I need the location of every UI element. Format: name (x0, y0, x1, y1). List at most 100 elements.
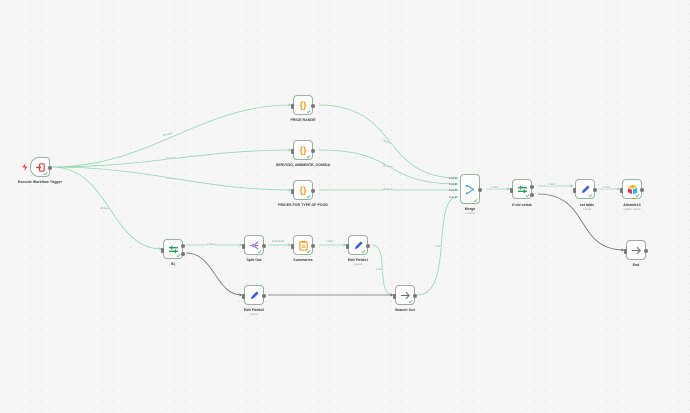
true-output-port[interactable] (181, 244, 185, 248)
code-braces-icon: {} (299, 99, 307, 110)
output-port[interactable] (644, 249, 648, 253)
node-label: set table (579, 203, 595, 207)
node-execute-workflow-trigger[interactable] (30, 157, 52, 177)
edge-trigger-price-range[interactable] (51, 103, 292, 168)
input-port[interactable] (161, 248, 164, 253)
merge-input-label: Input 4 (449, 196, 457, 199)
false-output-port[interactable] (530, 193, 534, 197)
edge-label: 1 item (548, 183, 556, 186)
node-edit-fields2[interactable] (242, 285, 266, 305)
node-subtitle: combine (465, 212, 475, 215)
clipboard-icon (298, 240, 308, 251)
output-port[interactable] (311, 244, 315, 248)
input-port[interactable] (573, 188, 576, 193)
output-port[interactable] (593, 188, 597, 192)
input-port[interactable] (291, 244, 294, 249)
check-icon (473, 198, 478, 203)
node-label: PRICES FOR TYPE OF FOOD (278, 203, 328, 207)
check-icon (306, 249, 311, 254)
node-label: Edit Fields2 (243, 308, 265, 312)
output-port[interactable] (640, 188, 644, 192)
node-label: Summaries (293, 258, 313, 262)
node-merge[interactable] (460, 174, 482, 204)
merge-input-label: Input 2 (449, 183, 457, 186)
node-summaries[interactable] (291, 235, 315, 255)
check-icon (306, 109, 311, 114)
output-port[interactable] (413, 294, 417, 298)
check-icon (257, 249, 262, 254)
node-label: SERVICIO, AMBIENTE, COMIDA (275, 163, 331, 167)
output-port[interactable] (311, 104, 315, 108)
edge-label: 1 item (326, 240, 334, 243)
node-subtitle: manual (582, 208, 592, 211)
pencil-icon (354, 240, 363, 249)
edge-ifcid-end[interactable] (537, 193, 625, 252)
node-edit-fields1[interactable] (346, 235, 370, 255)
merge-input-label: Input 1 (449, 177, 457, 180)
edge-label: 26 items (165, 176, 176, 181)
output-port[interactable] (366, 244, 370, 248)
edge-label: 1 item (491, 186, 499, 189)
check-icon (43, 171, 48, 176)
node-if1[interactable] (161, 239, 185, 259)
check-icon (176, 253, 181, 258)
output-port[interactable] (48, 166, 52, 170)
check-icon (306, 154, 311, 159)
edge-label: 26 items (100, 207, 110, 210)
edge-label: 4 items (207, 243, 216, 246)
edge-label: 1 item (435, 245, 443, 248)
check-icon (361, 249, 366, 254)
input-port[interactable] (624, 249, 627, 254)
node-price-range[interactable]: {} (291, 95, 315, 115)
check-icon (408, 299, 413, 304)
node-airtable13[interactable] (620, 179, 644, 199)
output-port[interactable] (262, 244, 266, 248)
node-label: Edit Fields1 (347, 258, 369, 262)
node-servicio-ambiente-comida[interactable]: {} (291, 140, 315, 160)
if-branch-icon (517, 185, 527, 193)
output-port[interactable] (262, 294, 266, 298)
pencil-icon (581, 184, 590, 193)
true-output-port[interactable] (530, 185, 534, 189)
output-port[interactable] (311, 149, 315, 153)
input-port[interactable] (242, 294, 245, 299)
edge-if-edit-fields2[interactable] (185, 252, 243, 297)
check-icon (635, 193, 640, 198)
input-port[interactable] (620, 188, 623, 193)
edge-label: 1 item (376, 268, 384, 271)
node-subtitle: update: record (623, 208, 641, 211)
bolt-icon (22, 163, 28, 171)
node-label: Branch Out (395, 308, 415, 312)
split-icon (249, 240, 259, 250)
airtable-icon (627, 184, 637, 194)
node-label: End (632, 263, 640, 267)
check-icon (588, 193, 593, 198)
node-end[interactable] (624, 240, 648, 260)
node-label: Split Out (246, 258, 262, 262)
input-port[interactable] (291, 189, 294, 194)
input-port[interactable] (510, 188, 513, 193)
output-port[interactable] (478, 188, 482, 192)
node-branch-out[interactable] (393, 285, 417, 305)
input-port[interactable] (242, 244, 245, 249)
edge-label: 1114 items (272, 240, 285, 243)
check-icon (306, 194, 311, 199)
input-port[interactable] (346, 244, 349, 249)
node-if-cid-exists[interactable] (510, 179, 534, 199)
if-branch-icon (168, 245, 178, 253)
false-output-port[interactable] (181, 252, 185, 256)
input-port[interactable] (291, 149, 294, 154)
node-subtitle: manual (353, 263, 363, 266)
merge-icon (465, 184, 474, 194)
node-label: Airtable13 (623, 203, 641, 207)
node-label: Merge (464, 207, 476, 211)
output-port[interactable] (311, 189, 315, 193)
input-port[interactable] (393, 294, 396, 299)
node-prices-for-type-of-food[interactable]: {} (291, 180, 315, 200)
code-braces-icon: {} (299, 184, 307, 195)
node-split-out[interactable] (242, 235, 266, 255)
node-set-table[interactable] (573, 179, 597, 199)
input-port[interactable] (291, 104, 294, 109)
code-braces-icon: {} (299, 144, 307, 155)
